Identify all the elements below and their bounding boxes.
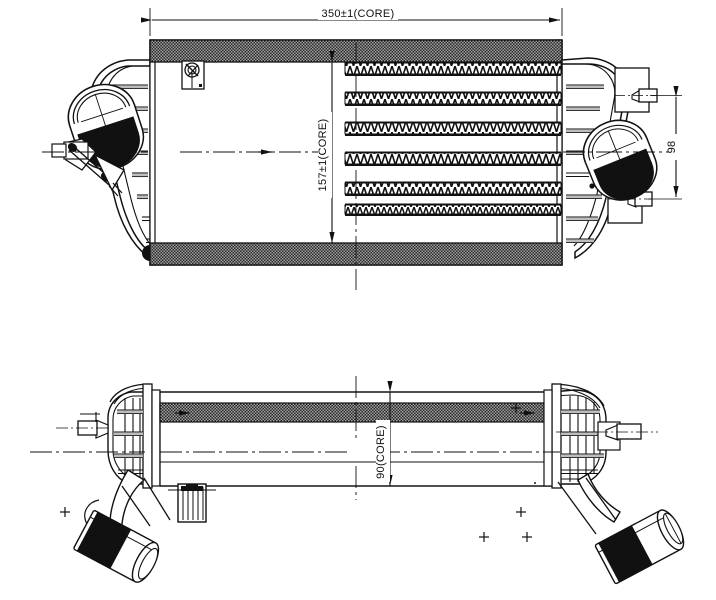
- top-view-left-tank: [56, 383, 171, 583]
- right-outlet-port: [561, 57, 658, 260]
- front-view-centerlines: [42, 42, 676, 290]
- dim-tank-height-label: 98: [666, 141, 678, 154]
- fin-rows: [344, 61, 562, 216]
- side-nipple: [556, 423, 658, 441]
- front-view: 350±1(CORE) 157±1(CORE) 98: [42, 7, 682, 290]
- dim-core-depth: 90(CORE): [375, 381, 393, 487]
- dim-core-width-label: 350±1(CORE): [322, 8, 395, 20]
- right-pipe-spigot: [557, 472, 685, 585]
- dim-tank-height: 98: [648, 86, 682, 200]
- left-ribs: [114, 398, 143, 482]
- left-inlet-port: [51, 59, 158, 261]
- dim-core-width: 350±1(CORE): [141, 7, 563, 36]
- left-pipe-spigot: [73, 469, 171, 583]
- upper-nipple: [614, 67, 658, 113]
- dim-core-height-label: 157±1(CORE): [317, 119, 329, 192]
- drain-boss: [168, 483, 216, 523]
- top-view: 90(CORE): [30, 376, 685, 585]
- top-view-centerlines: [30, 376, 560, 500]
- dim-core-height: 157±1(CORE): [317, 51, 344, 244]
- top-view-right-tank: [543, 383, 685, 585]
- left-side-spigot: [56, 412, 109, 439]
- inlet-side-stub: [51, 138, 125, 197]
- right-ribs: [561, 396, 604, 482]
- cap-detail: [181, 60, 205, 90]
- dim-core-depth-label: 90(CORE): [375, 425, 387, 479]
